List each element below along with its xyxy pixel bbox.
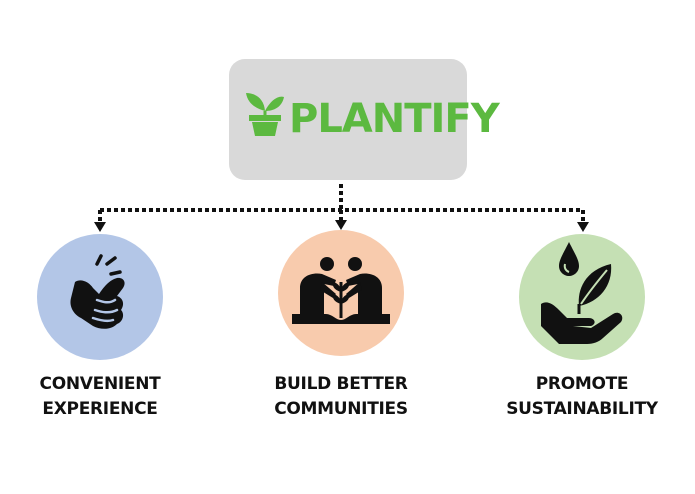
finger-snap-icon (70, 254, 125, 329)
pillar-label-line1: CONVENIENT (39, 374, 161, 394)
arrow-head-middle (335, 220, 347, 230)
pillar-label-communities: BUILD BETTER COMMUNITIES (241, 372, 441, 422)
arrow-head-right (577, 222, 589, 232)
pillar-label-line2: SUSTAINABILITY (506, 399, 658, 419)
brand-name: PLANTIFY (289, 96, 500, 142)
pillar-label-line2: COMMUNITIES (274, 399, 408, 419)
arrow-head-left (94, 222, 106, 232)
pillar-label-line2: EXPERIENCE (42, 399, 158, 419)
pillar-label-sustainability: PROMOTE SUSTAINABILITY (482, 372, 682, 422)
pillar-label-line1: PROMOTE (535, 374, 629, 394)
people-planting-icon (292, 257, 390, 324)
potted-plant-icon (246, 93, 284, 136)
pillar-circle-convenient (37, 234, 163, 360)
pillar-label-line1: BUILD BETTER (274, 374, 408, 394)
pillar-circle-communities (278, 230, 404, 356)
pillar-circle-sustainability (519, 234, 645, 360)
brand-logo-box: PLANTIFY (229, 59, 500, 180)
pillar-label-convenient: CONVENIENT EXPERIENCE (0, 372, 200, 422)
hand-sprout-water-icon (541, 242, 623, 344)
